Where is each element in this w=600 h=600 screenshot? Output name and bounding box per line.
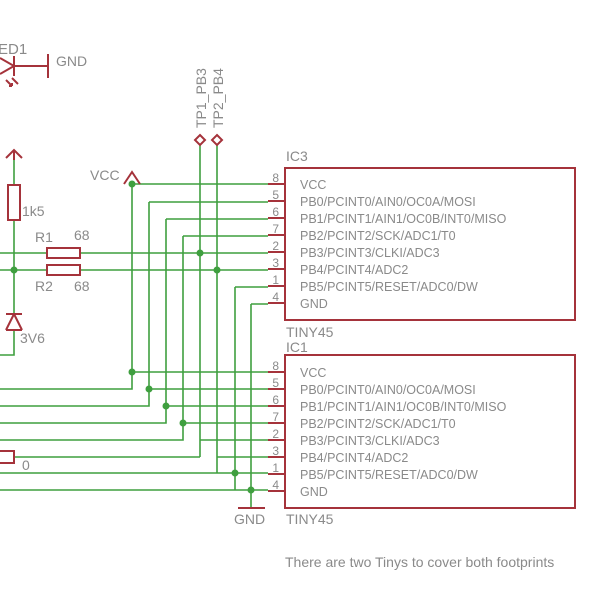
wire[interactable] bbox=[0, 202, 150, 407]
resistor-r1[interactable] bbox=[46, 247, 81, 259]
pin-number: 1 bbox=[272, 461, 279, 475]
wires bbox=[0, 145, 268, 508]
junction-dot bbox=[128, 180, 136, 188]
led-label: ED1 bbox=[0, 41, 27, 58]
zener-diode-icon[interactable] bbox=[5, 313, 23, 331]
junction-dot bbox=[247, 486, 255, 494]
pin-name: PB2/PCINT2/SCK/ADC1/T0 bbox=[300, 417, 456, 431]
pin-name: PB0/PCINT0/AIN0/OC0A/MOSI bbox=[300, 383, 476, 397]
r2-name: R2 bbox=[35, 278, 53, 294]
pin-number: 7 bbox=[272, 222, 279, 236]
pin-number: 8 bbox=[272, 359, 279, 373]
ic1-value: TINY45 bbox=[286, 511, 334, 527]
pin-number: 8 bbox=[272, 171, 279, 185]
led-symbol[interactable]: ED1 bbox=[0, 41, 48, 87]
pin-number: 4 bbox=[272, 478, 279, 492]
pin-number: 4 bbox=[272, 290, 279, 304]
vcc-arrow-icon bbox=[5, 148, 23, 160]
resistor-1k5-value: 1k5 bbox=[22, 203, 45, 219]
resistor-r2[interactable] bbox=[46, 264, 81, 276]
vcc-arrow-icon bbox=[123, 170, 141, 185]
junction-dot bbox=[145, 385, 153, 393]
pin-number: 3 bbox=[272, 444, 279, 458]
ic3-name: IC3 bbox=[286, 148, 308, 164]
r2-value: 68 bbox=[74, 278, 90, 294]
ic3-value: TINY45 bbox=[286, 324, 334, 340]
footprint-note: There are two Tinys to cover both footpr… bbox=[285, 554, 554, 570]
pin-name: PB5/PCINT5/RESET/ADC0/DW bbox=[300, 280, 478, 294]
pin-name: PB1/PCINT1/AIN1/OC0B/INT0/MISO bbox=[300, 212, 507, 226]
r1-name: R1 bbox=[35, 229, 53, 245]
wire[interactable] bbox=[0, 236, 184, 441]
junction-dot bbox=[231, 469, 239, 477]
pin-name: VCC bbox=[300, 178, 326, 192]
junctions bbox=[10, 180, 255, 494]
pin-number: 3 bbox=[272, 256, 279, 270]
wire[interactable] bbox=[0, 219, 167, 424]
pin-name: PB0/PCINT0/AIN0/OC0A/MOSI bbox=[300, 195, 476, 209]
junction-dot bbox=[10, 266, 18, 274]
pin-number: 2 bbox=[272, 427, 279, 441]
pin-name: VCC bbox=[300, 366, 326, 380]
pin-number: 5 bbox=[272, 188, 279, 202]
pin-number: 6 bbox=[272, 393, 279, 407]
zener-value: 3V6 bbox=[20, 330, 45, 346]
junction-dot bbox=[196, 249, 204, 257]
led-icon bbox=[0, 56, 48, 76]
wire[interactable] bbox=[0, 184, 133, 390]
pin-number: 7 bbox=[272, 410, 279, 424]
resistor-bottom[interactable] bbox=[0, 450, 15, 464]
pin-name: PB4/PCINT4/ADC2 bbox=[300, 263, 408, 277]
pin-name: PB3/PCINT3/CLKI/ADC3 bbox=[300, 434, 440, 448]
resistor-1k5[interactable] bbox=[7, 184, 21, 221]
junction-dot bbox=[213, 266, 221, 274]
pin-number: 1 bbox=[272, 273, 279, 287]
pin-number: 2 bbox=[272, 239, 279, 253]
pin-name: PB1/PCINT1/AIN1/OC0B/INT0/MISO bbox=[300, 400, 507, 414]
led-light-icon bbox=[5, 77, 19, 87]
resistor-bottom-value: 0 bbox=[22, 457, 30, 473]
pin-number: 6 bbox=[272, 205, 279, 219]
wire[interactable] bbox=[0, 330, 15, 356]
testpoint-icons[interactable] bbox=[193, 133, 224, 147]
tp1-label: TP1_PB3 bbox=[193, 68, 209, 128]
ic1-name: IC1 bbox=[286, 339, 308, 355]
vcc-label: VCC bbox=[90, 167, 120, 183]
pin-name: GND bbox=[300, 485, 328, 499]
pin-name: PB2/PCINT2/SCK/ADC1/T0 bbox=[300, 229, 456, 243]
r1-value: 68 bbox=[74, 227, 90, 243]
pin-number: 5 bbox=[272, 376, 279, 390]
gnd-top-symbol[interactable]: GND bbox=[47, 53, 87, 78]
junction-dot bbox=[179, 419, 187, 427]
tp2-label: TP2_PB4 bbox=[210, 68, 226, 128]
pin-name: PB3/PCINT3/CLKI/ADC3 bbox=[300, 246, 440, 260]
gnd-bottom-label: GND bbox=[234, 511, 265, 527]
pin-name: PB5/PCINT5/RESET/ADC0/DW bbox=[300, 468, 478, 482]
gnd-top-label: GND bbox=[56, 53, 87, 69]
junction-dot bbox=[128, 368, 136, 376]
pin-name: PB4/PCINT4/ADC2 bbox=[300, 451, 408, 465]
pin-name: GND bbox=[300, 297, 328, 311]
junction-dot bbox=[162, 402, 170, 410]
